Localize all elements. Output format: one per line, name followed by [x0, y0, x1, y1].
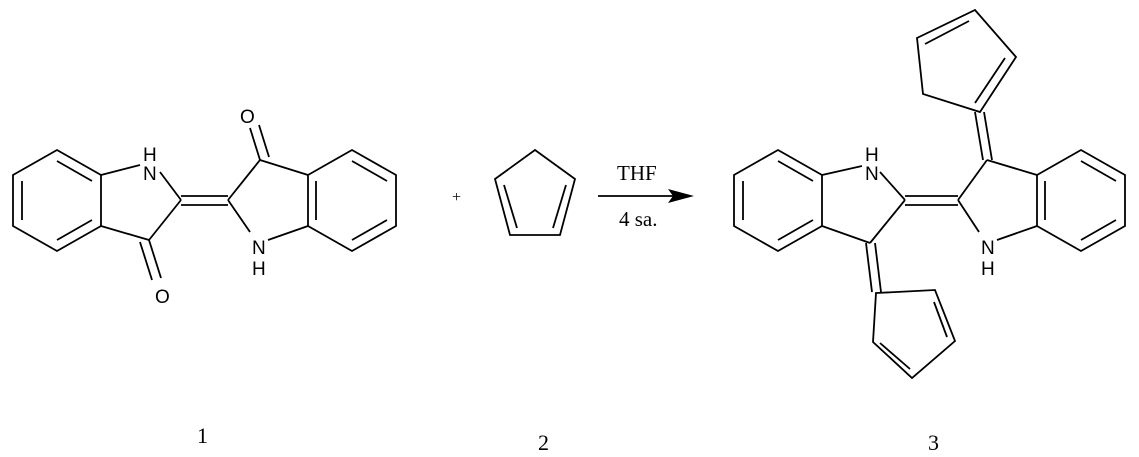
compound-3-right-ring: [957, 159, 1038, 241]
compound-1-nitrogen-top: N: [143, 164, 157, 185]
compound-1-hydrogen-top: H: [143, 145, 157, 166]
compound-2-structure: [493, 148, 577, 236]
compound-2-label: 2: [538, 430, 549, 455]
compound-1-hydrogen-bottom: H: [252, 259, 266, 280]
compound-1-right-pyrrolone: [227, 124, 309, 241]
compound-3-structure: N H N H: [733, 8, 1126, 380]
compound-1-left-benzene: [12, 148, 102, 253]
compound-3-hydrogen-top: H: [865, 145, 879, 166]
compound-3-hydrogen-bottom: H: [981, 259, 995, 280]
compound-3-right-benzene: [1036, 148, 1126, 253]
compound-3-label: 3: [928, 430, 939, 455]
reaction-condition-solvent: THF: [617, 161, 657, 185]
compound-3-nitrogen-bottom: N: [981, 238, 995, 259]
compound-1-label: 1: [197, 423, 208, 448]
reaction-condition-time: 4 sa.: [619, 207, 658, 231]
compound-1-left-pyrrolone: [100, 164, 182, 281]
compound-1-oxygen-top: O: [240, 107, 255, 128]
plus-sign: +: [452, 189, 461, 206]
compound-1-right-benzene: [307, 148, 397, 253]
compound-3-lower-cyclopentadiene: [872, 289, 957, 380]
compound-1-structure: N H O N H O: [12, 107, 397, 308]
compound-3-left-benzene: [733, 148, 823, 253]
compound-3-upper-cyclopentadiene: [916, 8, 1018, 114]
compound-1-oxygen-bottom: O: [155, 287, 170, 308]
reaction-arrow: [598, 189, 694, 203]
compound-3-nitrogen-top: N: [865, 164, 879, 185]
compound-3-left-ring: [821, 165, 906, 244]
compound-1-nitrogen-bottom: N: [252, 238, 266, 259]
